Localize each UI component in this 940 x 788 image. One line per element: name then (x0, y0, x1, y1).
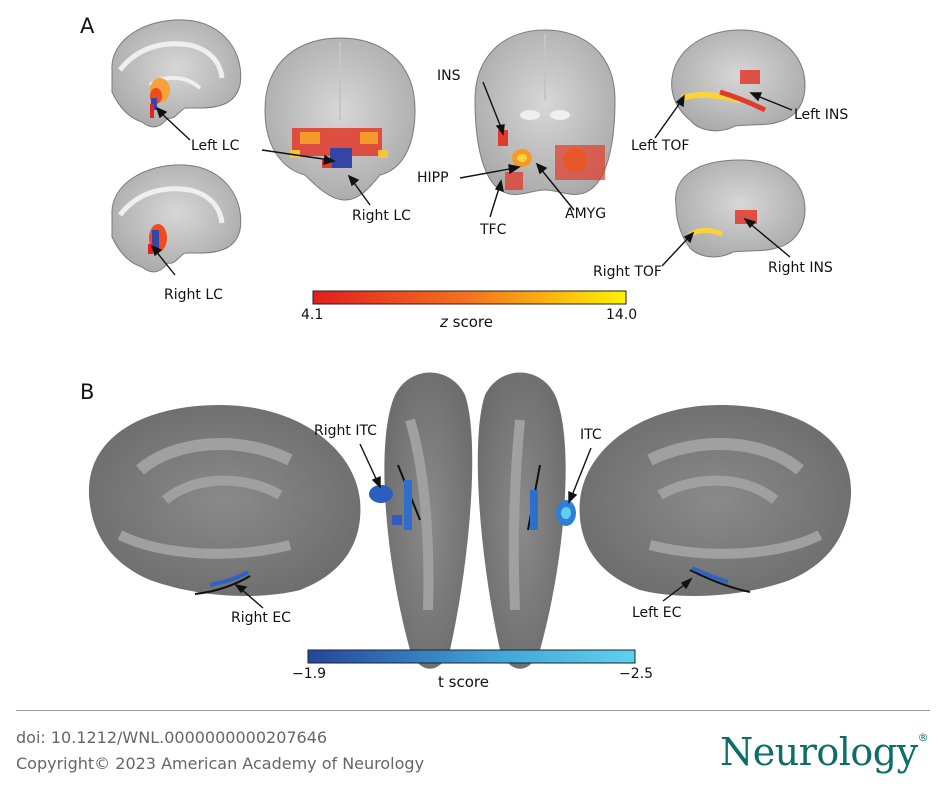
panel-b-arrows (234, 443, 693, 609)
panel-b-label: B (80, 380, 95, 404)
neurology-logo[interactable]: Neurology® (720, 730, 929, 774)
registered-mark: ® (917, 731, 929, 744)
z-colorbar (312, 290, 627, 305)
panel-a-arrows (150, 81, 793, 276)
panel-a-label: A (80, 14, 95, 38)
logo-text: Neurology (720, 730, 918, 774)
right-ventral-surface (369, 372, 473, 669)
t-colorbar-min: −1.9 (292, 666, 326, 682)
t-colorbar (307, 649, 636, 664)
label-right-lc-coronal: Right LC (352, 208, 411, 224)
label-right-ec: Right EC (231, 610, 291, 626)
footer-divider (16, 710, 930, 711)
label-amyg: AMYG (565, 206, 607, 222)
label-left-lc: Left LC (191, 138, 240, 154)
right-medial-surface (88, 405, 361, 596)
z-colorbar-max: 14.0 (606, 307, 638, 323)
label-left-ins: Left INS (794, 107, 849, 123)
doi-text[interactable]: doi: 10.1212/WNL.0000000000207646 (16, 728, 328, 747)
copyright-text: Copyright© 2023 American Academy of Neur… (16, 754, 425, 773)
t-colorbar-title: t score (438, 673, 489, 691)
coronal-slice-2 (474, 29, 616, 195)
label-right-tof: Right TOF (593, 264, 662, 280)
sagittal-slice-right-bottom (675, 159, 806, 258)
figure-graphics (88, 19, 852, 669)
left-medial-surface (579, 405, 852, 596)
label-hipp: HIPP (417, 170, 449, 186)
label-right-itc: Right ITC (314, 423, 377, 439)
label-right-ins: Right INS (768, 260, 833, 276)
z-colorbar-min: 4.1 (301, 307, 324, 323)
t-colorbar-max: −2.5 (619, 666, 653, 682)
coronal-slice-1 (264, 37, 416, 201)
label-left-ec: Left EC (632, 605, 682, 621)
label-left-tof: Left TOF (631, 138, 690, 154)
label-itc: ITC (580, 427, 602, 443)
label-tfc: TFC (480, 222, 507, 238)
sagittal-slice-left-top (111, 19, 242, 128)
label-ins: INS (437, 68, 461, 84)
z-colorbar-title: z score (440, 313, 493, 331)
sagittal-slice-left-bottom (111, 164, 242, 273)
label-right-lc-sagittal: Right LC (164, 287, 223, 303)
sagittal-slice-right-top (671, 29, 806, 132)
left-ventral-surface (477, 372, 576, 669)
